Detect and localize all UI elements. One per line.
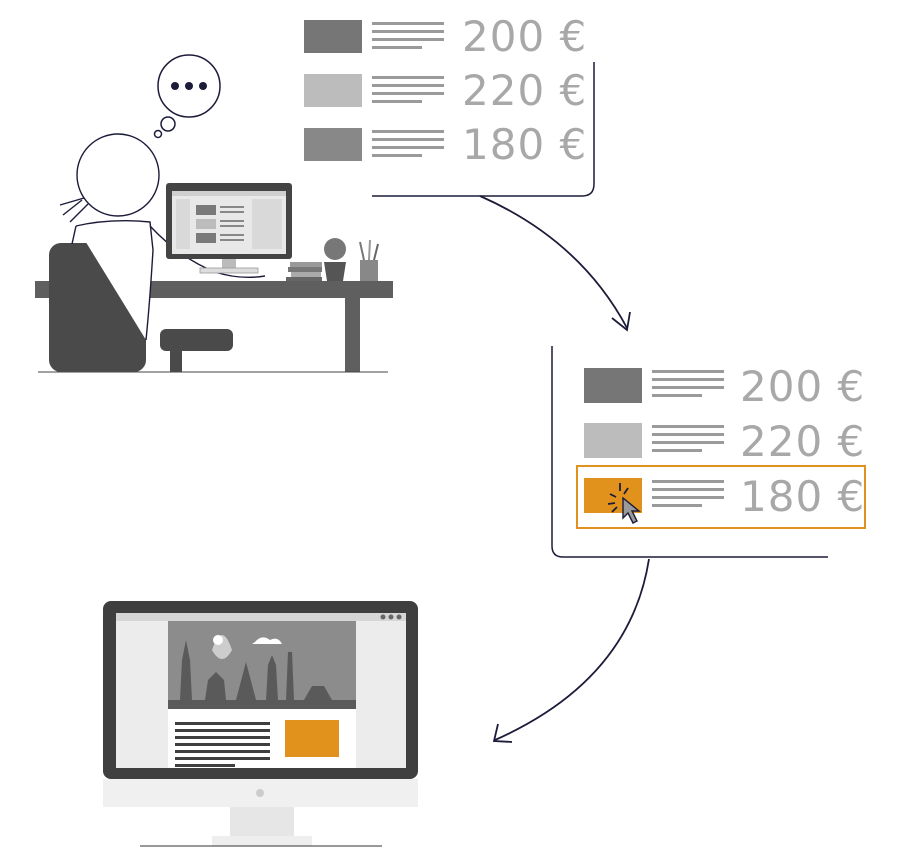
thought-bubble <box>153 54 221 139</box>
arrow-curved-down-icon <box>479 195 631 332</box>
list-item-text-lines <box>372 130 444 162</box>
list-item-text-lines <box>652 425 724 457</box>
list-item-thumbnail <box>304 20 362 53</box>
list-item-thumbnail <box>584 368 642 403</box>
top-list-frame <box>372 62 595 197</box>
speech-bubble-ellipsis-icon <box>171 82 207 90</box>
person <box>59 133 266 341</box>
desk-objects <box>286 238 379 281</box>
list-item-price: 200 € <box>462 12 588 61</box>
list-item-thumbnail <box>584 423 642 458</box>
mouse-cursor-icon <box>622 496 641 524</box>
list-item-thumbnail <box>304 74 362 107</box>
list-item-text-lines <box>372 22 444 54</box>
click-burst-icon <box>607 483 629 513</box>
bottom-list-frame <box>551 346 828 558</box>
list-item-price: 220 € <box>740 417 866 466</box>
stool <box>160 329 233 372</box>
desk-monitor <box>166 183 292 274</box>
list-item-text-lines <box>372 76 444 108</box>
list-item-price: 220 € <box>462 66 588 115</box>
list-item-price[interactable]: 180 € <box>740 472 866 521</box>
website-monitor <box>103 601 418 847</box>
list-item-price: 200 € <box>740 362 866 411</box>
arrow-curved-down-icon <box>492 558 650 743</box>
list-item-text-lines <box>652 370 724 402</box>
selected-list-item[interactable] <box>576 465 866 529</box>
list-item-thumbnail <box>304 128 362 161</box>
list-item-text-lines <box>652 480 724 512</box>
list-item-price: 180 € <box>462 120 588 169</box>
